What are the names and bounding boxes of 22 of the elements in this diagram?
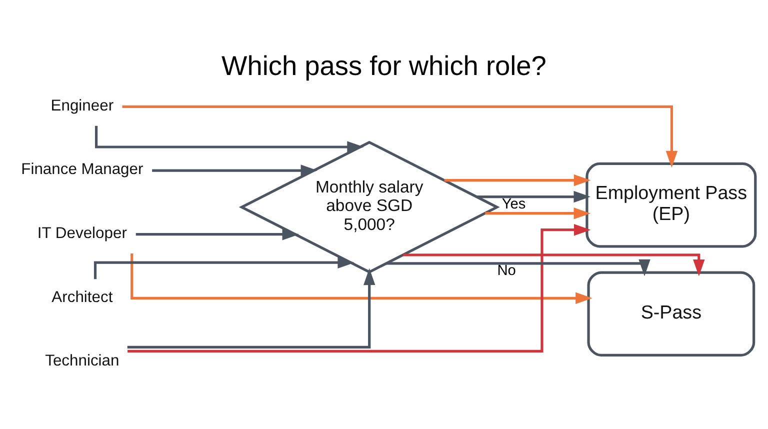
arrow [444, 174, 591, 186]
arrow [386, 258, 650, 276]
arrow [127, 268, 376, 348]
node-text: Engineer [50, 96, 114, 114]
arrow [476, 190, 590, 202]
arrow [122, 104, 678, 168]
arrow [485, 206, 591, 219]
node-box: S-Pass [587, 270, 756, 356]
arrow [128, 223, 591, 352]
node-text: Technician [45, 352, 120, 370]
node-text: Architect [52, 288, 113, 306]
arrow [95, 125, 364, 152]
node-box: Employment Pass (EP) [586, 162, 757, 248]
arrow [403, 253, 705, 276]
edge-label: Yes [502, 196, 526, 212]
arrow [152, 164, 318, 176]
node-text: Finance Manager [21, 160, 144, 178]
arrow [130, 253, 592, 304]
arrow [136, 228, 300, 240]
edge-label: No [497, 262, 516, 279]
diagram-title: Which pass for which role? [222, 50, 546, 81]
node-text: IT Developer [37, 224, 127, 242]
